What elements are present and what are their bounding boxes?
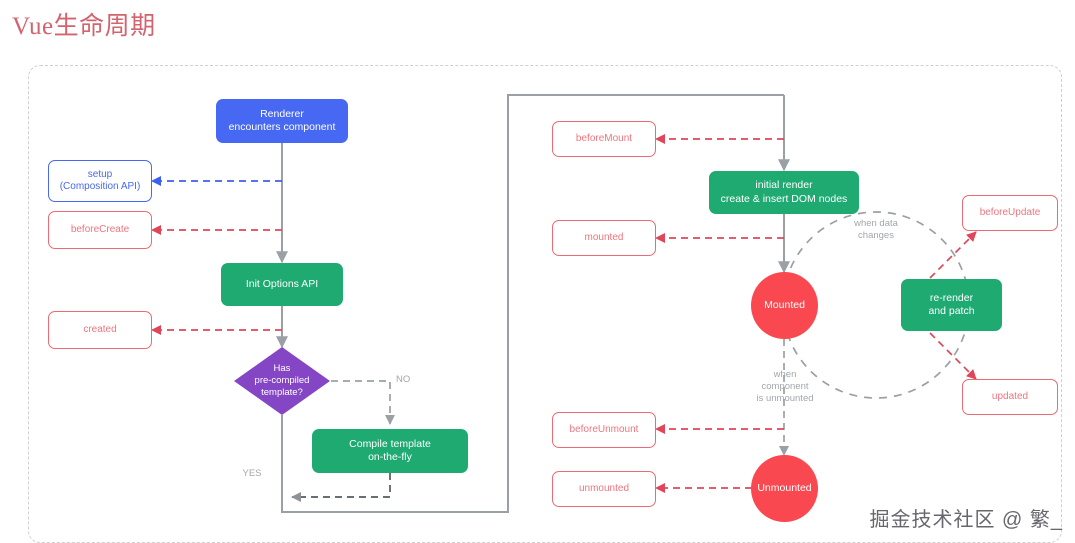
node-unmounted-hook[interactable]: unmounted	[552, 471, 656, 507]
node-init-options-api[interactable]: Init Options API	[221, 263, 343, 306]
node-initial-render-label: initial render create & insert DOM nodes	[720, 179, 848, 205]
node-mounted-state-label: Mounted	[764, 298, 805, 311]
node-setup-hook[interactable]: setup (Composition API)	[48, 160, 152, 202]
node-before-unmount-hook[interactable]: beforeUnmount	[552, 412, 656, 448]
node-renderer-label: Renderer encounters component	[228, 107, 336, 133]
node-before-unmount-hook-label: beforeUnmount	[569, 423, 639, 435]
node-compile-template[interactable]: Compile template on-the-fly	[312, 429, 468, 473]
watermark: 掘金技术社区 @ 繁_	[869, 509, 1063, 531]
node-unmounted-state-label: Unmounted	[757, 481, 812, 494]
node-re-render-and-patch-label: re-render and patch	[928, 291, 975, 317]
node-before-mount-hook-label: beforeMount	[575, 132, 633, 144]
node-setup-hook-label: setup (Composition API)	[59, 168, 141, 193]
node-init-options-api-label: Init Options API	[245, 277, 319, 290]
edge-label-no: NO	[396, 374, 411, 385]
node-mounted-state[interactable]: Mounted	[751, 272, 818, 339]
node-unmounted-hook-label: unmounted	[578, 482, 630, 494]
node-before-create-hook-label: beforeCreate	[70, 223, 130, 235]
node-created-hook-label: created	[83, 323, 117, 335]
node-renderer[interactable]: Renderer encounters component	[216, 99, 348, 143]
edge-label-when-data-changes: when data changes	[854, 218, 898, 241]
node-created-hook[interactable]: created	[48, 311, 152, 349]
node-updated-hook-label: updated	[991, 390, 1029, 402]
edge-label-yes: YES	[242, 468, 262, 479]
node-before-update-hook-label: beforeUpdate	[979, 206, 1041, 218]
node-mounted-hook[interactable]: mounted	[552, 220, 656, 256]
node-updated-hook[interactable]: updated	[962, 379, 1058, 415]
node-compile-template-label: Compile template on-the-fly	[349, 437, 431, 463]
node-initial-render[interactable]: initial render create & insert DOM nodes	[709, 171, 859, 214]
node-before-update-hook[interactable]: beforeUpdate	[962, 195, 1058, 231]
node-before-create-hook[interactable]: beforeCreate	[48, 211, 152, 249]
node-before-mount-hook[interactable]: beforeMount	[552, 121, 656, 157]
page-title: Vue生命周期	[12, 13, 156, 40]
node-mounted-hook-label: mounted	[584, 231, 624, 243]
node-has-precompiled-template-label: Has pre-compiled template?	[254, 363, 310, 398]
edge-label-when-component-unmounted: when component is unmounted	[756, 369, 814, 404]
node-unmounted-state[interactable]: Unmounted	[751, 455, 818, 522]
node-re-render-and-patch[interactable]: re-render and patch	[901, 279, 1002, 331]
